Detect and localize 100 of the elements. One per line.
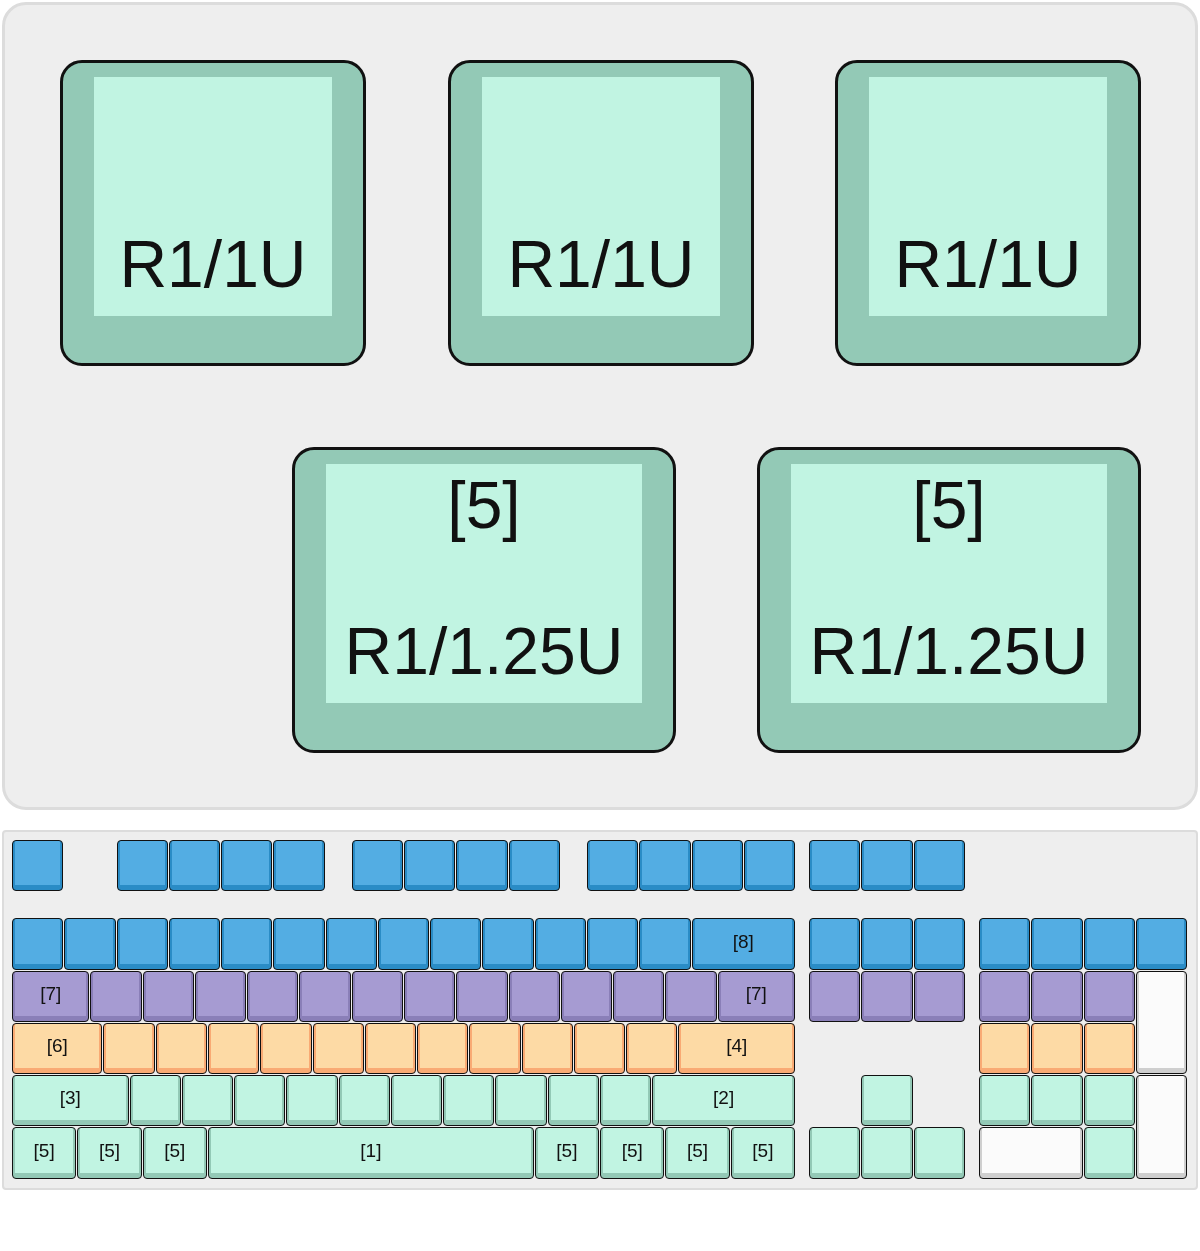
keycap [448, 60, 754, 366]
keycap [351, 840, 403, 892]
keycap [12, 840, 64, 892]
keycap [861, 840, 913, 892]
keycap [1031, 1022, 1083, 1075]
key-legend: [6] [46, 1035, 68, 1058]
keycap [508, 970, 560, 1022]
key-legend: [5] [686, 1139, 709, 1162]
keycap [560, 970, 613, 1022]
keycap [717, 970, 796, 1022]
keycap [757, 447, 1141, 753]
key-legend: [5] [621, 1139, 643, 1162]
keycap [809, 970, 861, 1022]
keycap [547, 1075, 600, 1127]
keycap [508, 840, 560, 892]
key-legend: R1/1U [119, 228, 307, 301]
keycap [1031, 1075, 1083, 1127]
keycap [1135, 1075, 1188, 1179]
keycap [600, 1127, 665, 1179]
keycap [1135, 970, 1188, 1075]
key-legend: [5] [556, 1139, 578, 1162]
keycap [181, 1075, 234, 1127]
keycap [404, 840, 456, 892]
keycap [979, 1022, 1031, 1075]
keycap [913, 970, 965, 1022]
keycap [273, 840, 325, 892]
keycap [809, 840, 861, 892]
key-legend: [5] [447, 469, 521, 542]
keycap [835, 60, 1141, 366]
keycap [691, 918, 796, 970]
key-legend: [5] [98, 1139, 121, 1162]
keycap [221, 840, 273, 892]
keycap [208, 1022, 260, 1075]
keycap [613, 970, 665, 1022]
keycap [12, 918, 64, 970]
keycap [586, 918, 639, 970]
keycap [652, 1075, 796, 1127]
keycap [364, 1022, 417, 1075]
keycap [979, 970, 1031, 1022]
keycap [129, 1075, 181, 1127]
keycap [861, 1075, 913, 1127]
keycap [626, 1022, 678, 1075]
key-legend: R1/1.25U [809, 615, 1089, 688]
keycap [1083, 918, 1135, 970]
keycap [913, 1127, 965, 1179]
keycap [142, 970, 194, 1022]
key-legend: [5] [752, 1139, 774, 1162]
keycap [142, 1127, 207, 1179]
key-legend: [4] [726, 1035, 748, 1058]
key-legend: R1/1U [507, 228, 695, 301]
keycap [495, 1075, 547, 1127]
keycap [430, 918, 482, 970]
keycap [913, 840, 965, 892]
keycap [678, 1022, 796, 1075]
keycap [12, 1075, 129, 1127]
keycap [534, 918, 586, 970]
key-legend: [2] [713, 1087, 735, 1110]
keycap [639, 840, 691, 892]
keycap [979, 918, 1031, 970]
key-legend: [5] [33, 1139, 55, 1162]
key-legend: R1/1U [894, 228, 1082, 301]
keycap [482, 918, 534, 970]
keycap [913, 918, 965, 970]
keycap [77, 1127, 142, 1179]
keycap [1083, 1127, 1135, 1179]
key-legend: [3] [59, 1087, 81, 1110]
keycap [979, 1075, 1031, 1127]
keycap [292, 447, 676, 753]
keycap [521, 1022, 573, 1075]
keycap [194, 970, 247, 1022]
keycap [586, 840, 639, 892]
keycap [456, 970, 508, 1022]
keycap [312, 1022, 364, 1075]
keycap [534, 1127, 599, 1179]
keycap [273, 918, 325, 970]
keycap [221, 918, 273, 970]
keycap [325, 918, 377, 970]
keycap [1083, 1022, 1135, 1075]
keycap [338, 1075, 390, 1127]
keycap [155, 1022, 207, 1075]
key-legend: [7] [40, 982, 62, 1005]
key-legend: R1/1.25U [344, 615, 624, 688]
keycap [456, 840, 508, 892]
keycap [1083, 970, 1135, 1022]
keycap [103, 1022, 155, 1075]
keycap [234, 1075, 286, 1127]
keycap [12, 970, 90, 1022]
keycap [168, 918, 221, 970]
keycap [600, 1075, 652, 1127]
keycap [116, 840, 168, 892]
keycap [168, 840, 221, 892]
keycap [116, 918, 168, 970]
key-legend: [8] [732, 930, 754, 953]
keycap [377, 918, 430, 970]
keycap [809, 1127, 861, 1179]
keycap [260, 1022, 312, 1075]
key-legend: [7] [745, 982, 767, 1005]
keycap [979, 1127, 1083, 1179]
keycap [1135, 918, 1188, 970]
keycap [861, 970, 913, 1022]
